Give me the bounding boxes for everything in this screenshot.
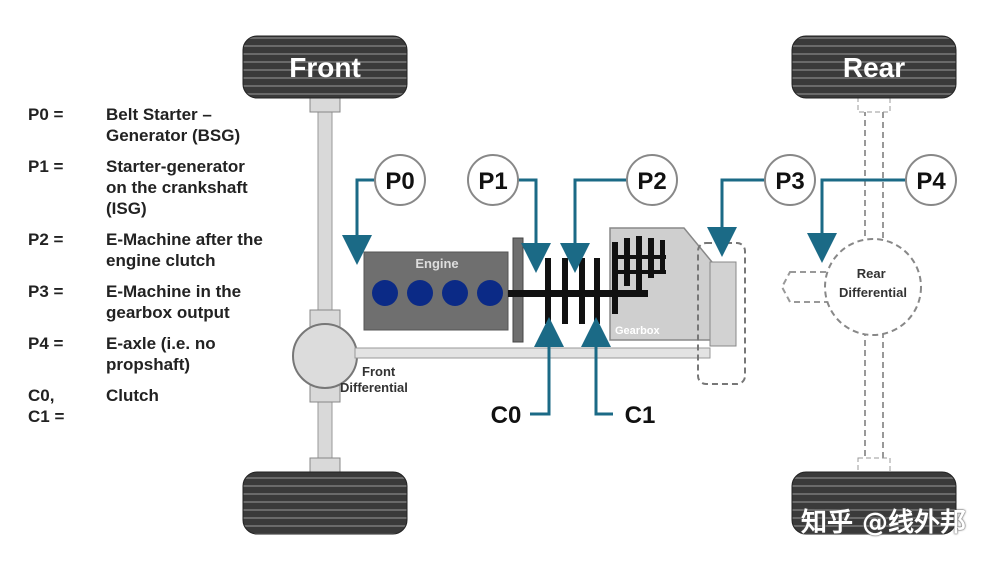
p1-label: P1 bbox=[478, 168, 507, 195]
p1-arrow bbox=[518, 178, 551, 273]
c0-label: C0 bbox=[491, 402, 522, 429]
front-axle-shaft bbox=[317, 107, 333, 465]
legend-key: P4 = bbox=[28, 334, 64, 353]
legend-key: P0 = bbox=[28, 105, 64, 124]
engine-cylinder bbox=[372, 280, 398, 306]
legend-key: C0,C1 = bbox=[28, 386, 65, 426]
legend-key: P1 = bbox=[28, 157, 64, 176]
front-diff-label: Front Differential bbox=[340, 364, 408, 395]
front-axle-bottom-joint bbox=[309, 457, 341, 473]
legend-key: P3 = bbox=[28, 282, 64, 301]
p3-label: P3 bbox=[775, 168, 804, 195]
p0-label: P0 bbox=[385, 168, 414, 195]
legend-key: P2 = bbox=[28, 230, 64, 249]
gear-set bbox=[612, 236, 666, 314]
legend-row: C0,C1 = Clutch bbox=[28, 385, 303, 426]
p4-arrow bbox=[807, 178, 906, 263]
p4-badge bbox=[905, 154, 957, 206]
engine-cylinder bbox=[477, 280, 503, 306]
main-shaft bbox=[508, 290, 648, 297]
rear-bottom-tire bbox=[791, 471, 957, 535]
front-bottom-tire bbox=[242, 471, 408, 535]
c1-arrow bbox=[581, 317, 613, 416]
rear-diff-label: Rear Differential bbox=[839, 266, 907, 300]
engine-cylinder bbox=[442, 280, 468, 306]
p0-arrow bbox=[342, 178, 375, 265]
clutch-plate-c1 bbox=[594, 258, 600, 324]
p3-badge bbox=[764, 154, 816, 206]
p2-badge bbox=[626, 154, 678, 206]
p4-label: P4 bbox=[916, 168, 946, 195]
rear-axle-top-joint bbox=[857, 97, 891, 113]
p2-label: P2 bbox=[637, 168, 666, 195]
c1-label: C1 bbox=[625, 402, 656, 429]
rear-top-tire bbox=[791, 35, 957, 99]
engine-cylinder bbox=[407, 280, 433, 306]
legend-row: P0 = Belt Starter –Generator (BSG) bbox=[28, 104, 303, 146]
rear-differential bbox=[824, 238, 922, 336]
gearbox-label: Gearbox bbox=[615, 325, 661, 337]
p0-badge bbox=[374, 154, 426, 206]
front-label: Front bbox=[289, 52, 361, 83]
position-arrows bbox=[342, 178, 906, 416]
p2-arrow bbox=[560, 178, 627, 273]
front-top-tire bbox=[242, 35, 408, 99]
rear-label: Rear bbox=[843, 52, 905, 83]
p3-arrow bbox=[707, 178, 765, 257]
front-axle-top-joint bbox=[309, 97, 341, 113]
watermark: 知乎 @线外邦 bbox=[800, 508, 966, 538]
p3-machine bbox=[709, 261, 737, 347]
clutch-plate bbox=[579, 258, 585, 324]
c0-arrow bbox=[530, 317, 564, 416]
legend: P0 = Belt Starter –Generator (BSG) P1 = Sta… bbox=[28, 104, 303, 426]
p1-badge bbox=[467, 154, 519, 206]
engine-label: Engine bbox=[415, 256, 458, 271]
rear-axle-bottom-joint bbox=[857, 457, 891, 473]
legend-description: Clutch bbox=[106, 386, 159, 405]
clutch-plate bbox=[562, 258, 568, 324]
legend-description: Belt Starter –Generator (BSG) bbox=[106, 105, 241, 145]
front-propshaft bbox=[354, 347, 711, 359]
rear-propshaft-stub bbox=[780, 271, 831, 303]
clutch-plate-c0 bbox=[545, 258, 551, 324]
